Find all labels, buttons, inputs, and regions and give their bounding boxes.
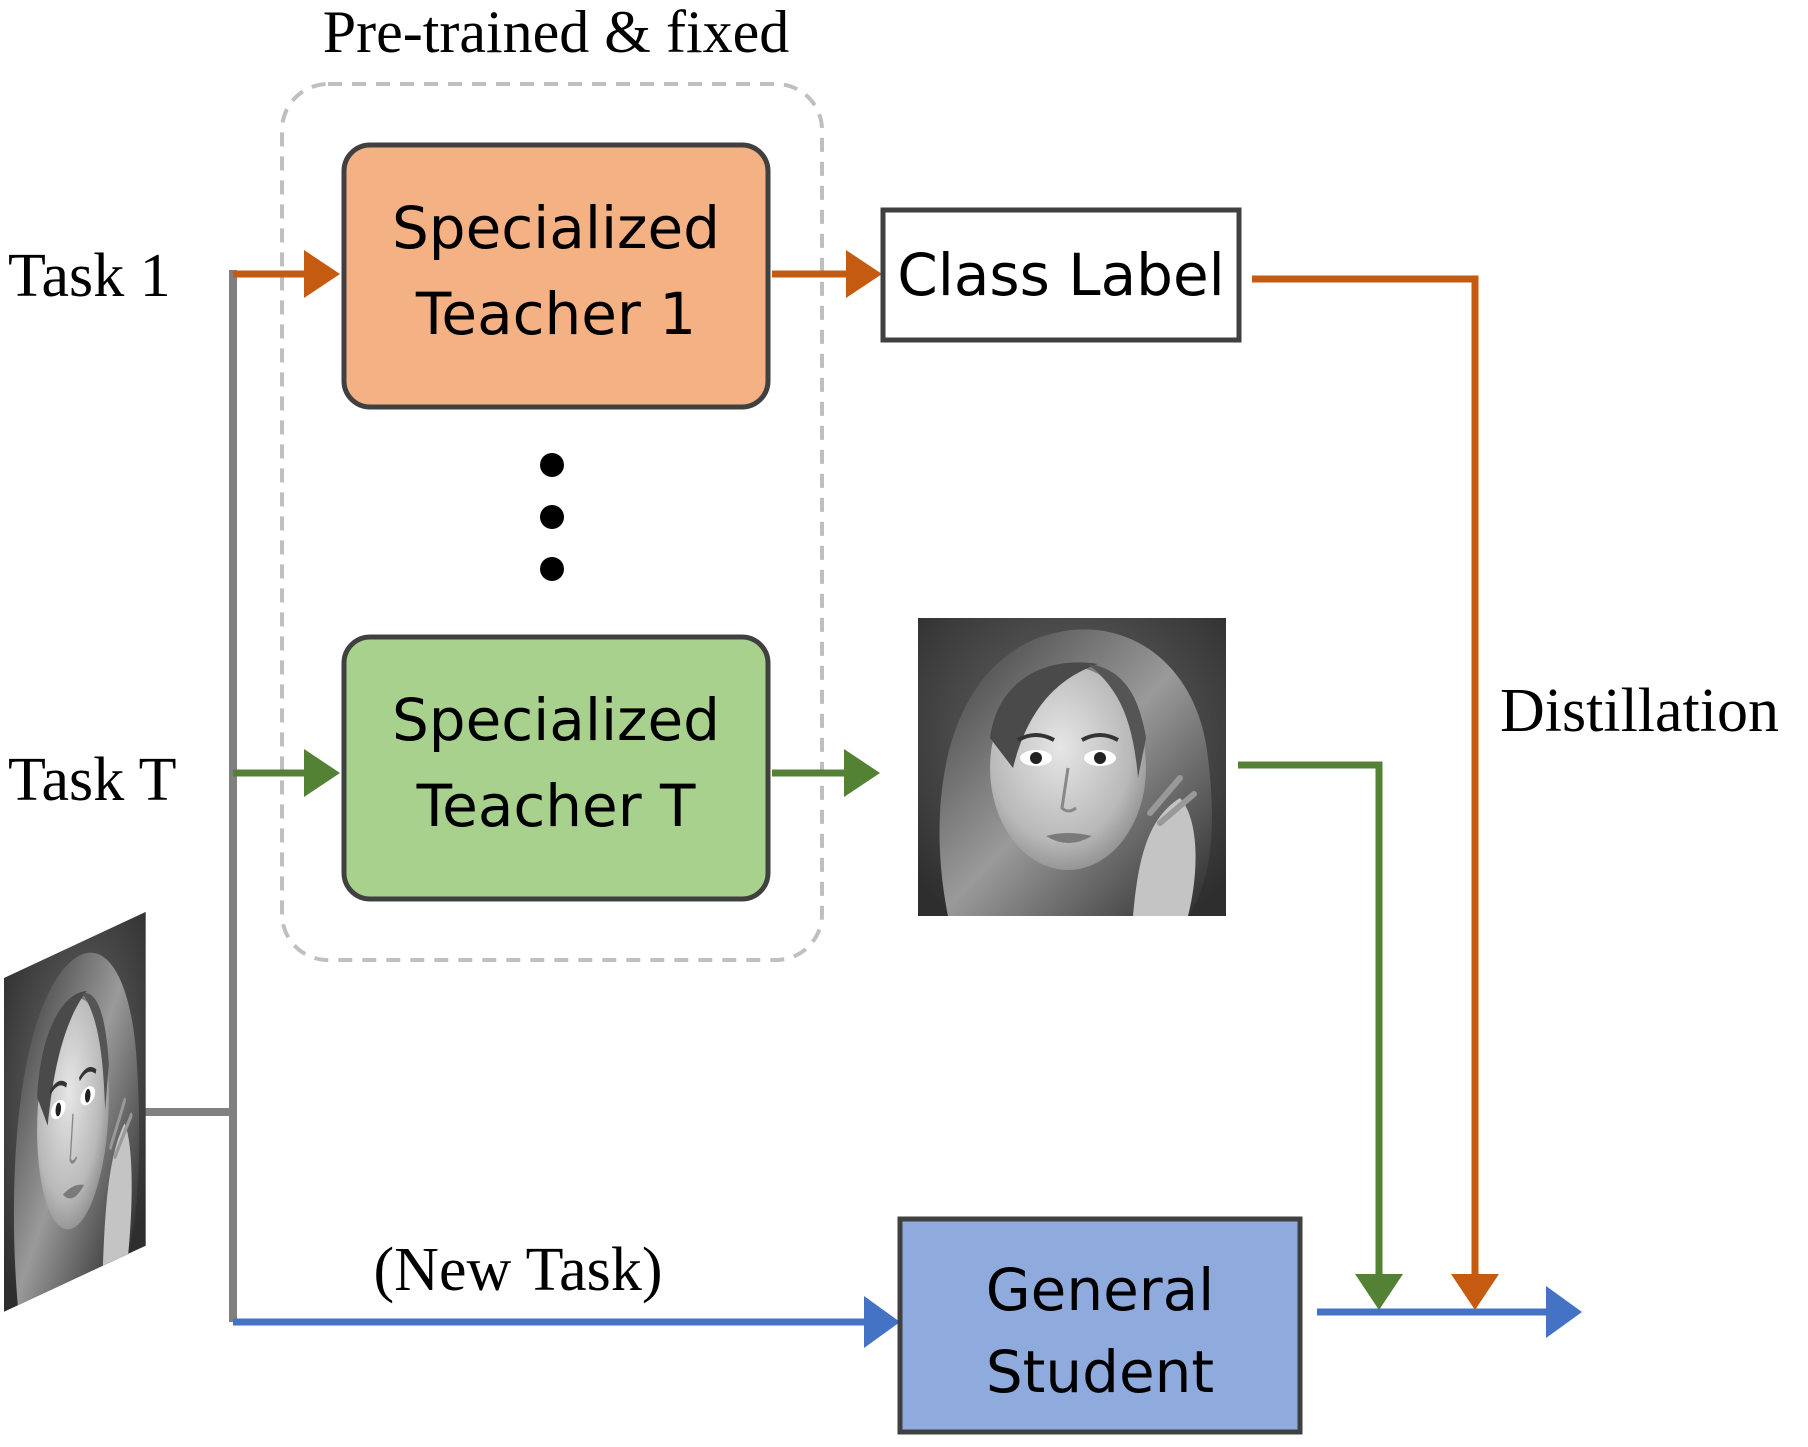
green-distillation-path (1238, 761, 1383, 1280)
class-label-box (880, 207, 1242, 343)
ellipsis-dot-2 (540, 505, 564, 529)
ellipsis-dot-1 (540, 453, 564, 477)
input-portrait-image (4, 912, 146, 1312)
teacher-t-output-arrowhead (844, 749, 880, 797)
task-t-arrowhead (304, 749, 340, 797)
green-distillation-arrowhead (1355, 1274, 1403, 1310)
ellipsis-dot-3 (540, 557, 564, 581)
pretrained-group-boundary (280, 82, 824, 962)
teacher-t-label-line1: Specialized (392, 686, 720, 754)
group-label: Pre-trained & fixed (323, 0, 790, 65)
teacher-1-label-line2: Teacher 1 (415, 280, 696, 348)
output-portrait-image (918, 618, 1226, 916)
teacher-t-label-line2: Teacher T (416, 772, 696, 840)
new-task-label: (New Task) (374, 1236, 663, 1304)
task-t-label: Task T (8, 746, 176, 814)
orange-distillation-path (1252, 275, 1479, 1280)
student-label-line1: General (986, 1256, 1215, 1324)
specialized-teacher-t-box (341, 634, 771, 902)
new-task-arrowhead (864, 1296, 900, 1348)
distillation-label: Distillation (1500, 677, 1779, 745)
orange-distillation-arrowhead (1451, 1274, 1499, 1310)
task-1-arrowhead (304, 250, 340, 298)
teacher-1-output-arrowhead (846, 250, 882, 298)
task-1-label: Task 1 (8, 242, 171, 310)
student-label-line2: Student (986, 1338, 1214, 1406)
specialized-teacher-1-box (341, 142, 771, 410)
general-student-box (897, 1216, 1303, 1435)
student-output-arrowhead (1546, 1286, 1582, 1338)
teacher-1-label-line1: Specialized (392, 194, 720, 262)
class-label-text: Class Label (897, 241, 1225, 309)
